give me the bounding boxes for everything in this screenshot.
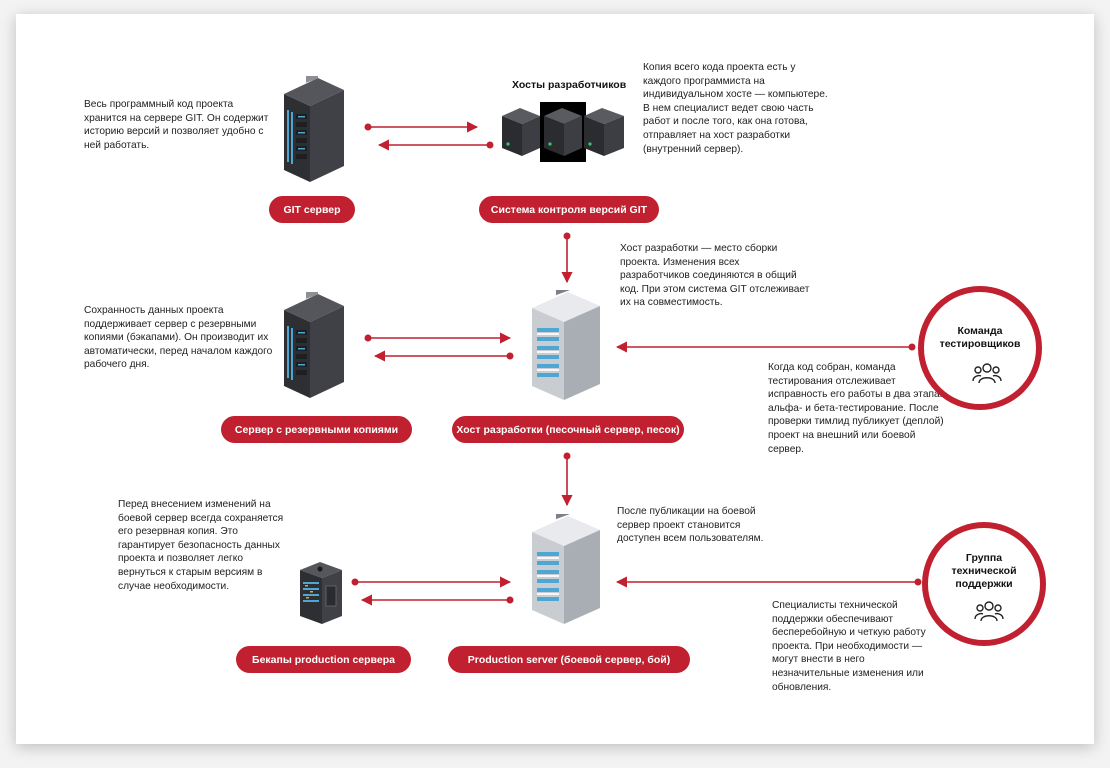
developer-hosts-heading: Хосты разработчиков — [512, 79, 627, 91]
light-server-rack-icon — [532, 290, 600, 400]
arrow-prodbackup-to-production — [351, 576, 512, 588]
dark-server-rack-icon — [284, 76, 344, 182]
support-note: Специалисты технической поддержки обеспе… — [772, 600, 926, 693]
arrow-support-to-production — [615, 576, 922, 588]
backup-cabinet-icon — [300, 562, 342, 624]
vcs-label: Система контроля версий GIT — [479, 196, 659, 223]
arrow-devhost-to-backup — [373, 350, 514, 362]
dev-host-label: Хост разработки (песочный сервер, песок) — [452, 416, 684, 443]
dark-server-rack-icon — [284, 292, 344, 398]
light-server-rack-icon — [532, 514, 600, 624]
testers-circle-label: Команда тестировщиков — [939, 325, 1021, 350]
arrow-vcs-to-devhost — [561, 232, 573, 284]
production-backup-note: Перед внесением изменений на боевой серв… — [118, 499, 284, 592]
arrow-hosts-to-git — [377, 139, 494, 151]
arrow-git-to-hosts — [364, 121, 479, 133]
arrow-devhost-to-production — [561, 452, 573, 507]
people-group-icon — [974, 601, 1004, 622]
desktop-computer-icon — [502, 102, 624, 162]
dev-host-note: Хост разработки — место сборки проекта. … — [620, 243, 810, 309]
testers-note: Когда код собран, команда тестирования о… — [768, 362, 944, 455]
arrow-production-to-prodbackup — [360, 594, 514, 606]
arrow-testers-to-devhost — [615, 341, 916, 353]
production-backup-label: Бекапы production сервера — [236, 646, 411, 673]
support-circle-label: Группа технической поддержки — [951, 552, 1017, 590]
production-note: После публикации на боевой сервер проект… — [617, 506, 764, 545]
support-circle: Группа технической поддержки — [922, 522, 1046, 646]
developer-hosts-note: Копия всего кода проекта есть у каждого … — [643, 62, 828, 155]
git-server-note: Весь программный код проекта хранится на… — [84, 99, 269, 151]
people-group-icon — [972, 363, 1002, 384]
testers-circle: Команда тестировщиков — [918, 286, 1042, 410]
production-label: Production server (боевой сервер, бой) — [448, 646, 690, 673]
backup-server-label: Сервер с резервными копиями — [221, 416, 412, 443]
arrow-backup-to-devhost — [364, 332, 512, 344]
backup-server-note: Сохранность данных проекта поддерживает … — [84, 305, 273, 371]
git-server-label: GIT сервер — [269, 196, 355, 223]
